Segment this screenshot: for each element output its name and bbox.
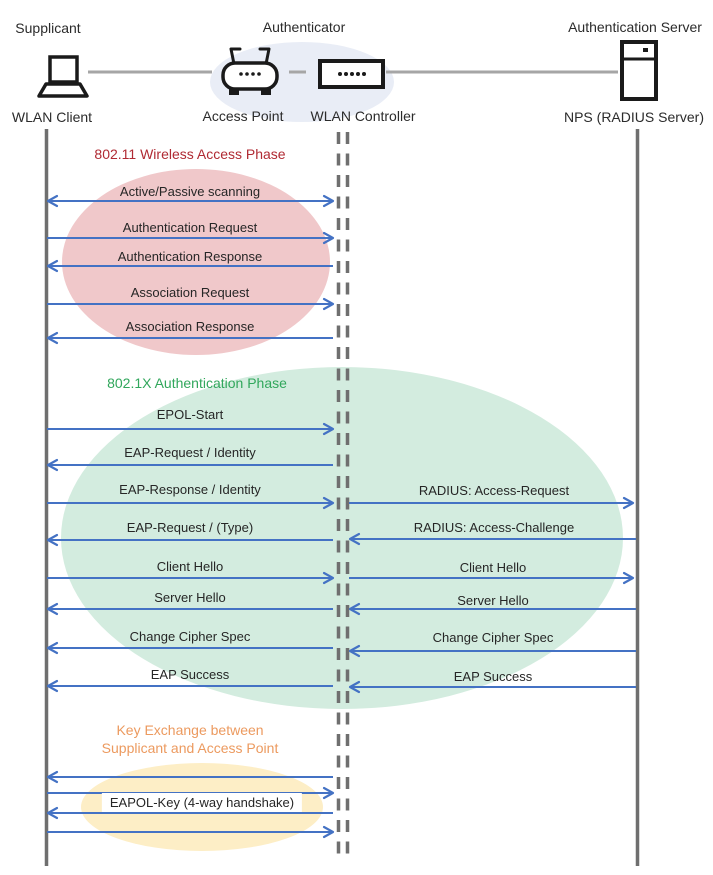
msg-server-hello-left: Server Hello — [154, 590, 226, 605]
msg-assoc-request: Association Request — [130, 285, 250, 300]
device-label-nps: NPS (RADIUS Server) — [563, 109, 705, 125]
phase1-title: 802.11 Wireless Access Phase — [94, 146, 286, 162]
server-icon — [620, 40, 658, 101]
msg-eap-request-identity: EAP-Request / Identity — [124, 445, 256, 460]
msg-eap-response-identity: EAP-Response / Identity — [119, 482, 261, 497]
msg-auth-request: Authentication Request — [122, 220, 258, 235]
phase2-ellipse — [61, 367, 623, 709]
msg-scanning: Active/Passive scanning — [119, 184, 261, 199]
msg-server-hello-right: Server Hello — [457, 593, 529, 608]
msg-client-hello-right: Client Hello — [459, 560, 527, 575]
actor-role-auth-server: Authentication Server — [568, 19, 702, 35]
wlan-controller-icon — [318, 59, 385, 89]
msg-change-cipher-right: Change Cipher Spec — [432, 630, 554, 645]
phase3-title-line1: Key Exchange between — [116, 722, 264, 738]
phase1-ellipse — [62, 169, 330, 355]
device-label-wlan-client: WLAN Client — [11, 109, 93, 125]
device-label-access-point: Access Point — [202, 108, 284, 124]
msg-radius-access-challenge: RADIUS: Access-Challenge — [413, 520, 575, 535]
msg-assoc-response: Association Response — [125, 319, 255, 334]
msg-change-cipher-left: Change Cipher Spec — [129, 629, 251, 644]
msg-eap-success-right: EAP Success — [453, 669, 533, 684]
phase3-title-line2: Supplicant and Access Point — [101, 740, 279, 756]
access-point-icon — [221, 47, 279, 95]
msg-eap-success-left: EAP Success — [150, 667, 230, 682]
device-label-wlan-controller: WLAN Controller — [310, 108, 416, 124]
msg-eapol-key: EAPOL-Key (4-way handshake) — [101, 793, 303, 812]
msg-radius-access-request: RADIUS: Access-Request — [418, 483, 570, 498]
msg-epol-start: EPOL-Start — [156, 407, 224, 422]
laptop-icon — [37, 55, 89, 98]
actor-role-supplicant: Supplicant — [15, 20, 81, 36]
actor-role-authenticator: Authenticator — [262, 19, 346, 35]
phase2-title: 802.1X Authentication Phase — [107, 375, 287, 391]
msg-eap-request-type: EAP-Request / (Type) — [126, 520, 254, 535]
msg-client-hello-left: Client Hello — [156, 559, 224, 574]
msg-auth-response: Authentication Response — [117, 249, 263, 264]
